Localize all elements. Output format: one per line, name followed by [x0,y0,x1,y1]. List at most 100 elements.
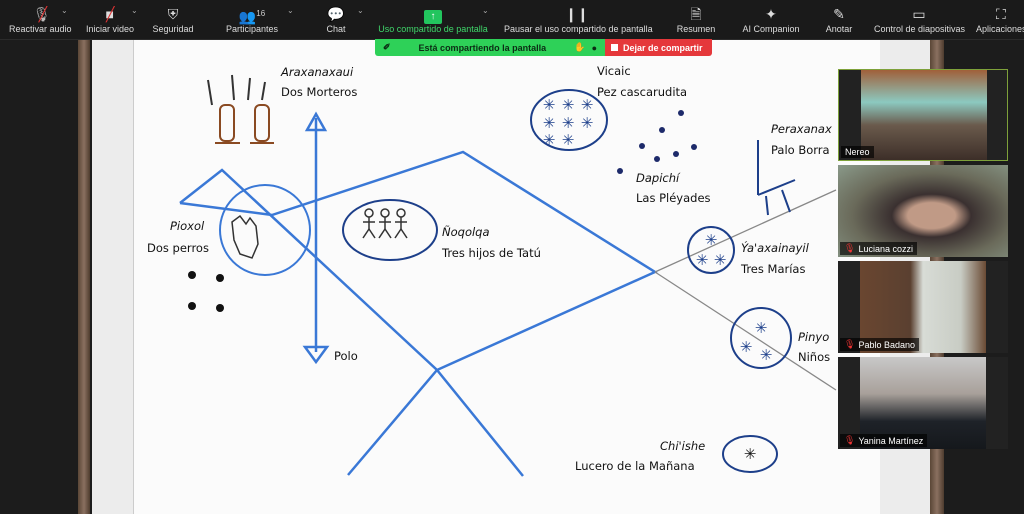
mic-muted-icon: 🎙 [844,339,856,349]
label-dos-perros: Dos perros [147,241,209,255]
svg-text:✳: ✳ [755,319,768,337]
participant-tile-yanina[interactable]: 🎙Yanina Martínez [838,357,1008,449]
stop-sharing-label: Dejar de compartir [623,42,703,53]
label-pioxol: Pioxol [170,219,205,233]
chat-icon: 💬 [327,6,345,22]
slide-margin-left [92,40,133,514]
slide-control-icon: ▭ [912,6,926,22]
svg-text:✳: ✳ [581,114,594,132]
remote-control-icon[interactable]: ✋ [574,42,586,52]
participant-name: Nereo [845,147,870,157]
meeting-toolbar: 🎙╱Reactivar audio⌄ ■╱Iniciar video⌄ ⛨Seg… [0,0,1024,40]
participant-video [838,165,1008,257]
button-label: Participantes [225,24,279,34]
button-label: AI Companion [742,24,800,34]
pinyo-circle [730,307,792,369]
star-glyphs: ✳✳✳ ✳✳✳ ✳✳ ✳✳✳ ✳✳✳ ✳ [543,96,773,463]
stop-icon [611,44,618,51]
button-label: Pausar el uso compartido de pantalla [504,24,653,34]
security-button[interactable]: ⛨Seguridad [152,4,194,34]
pause-share-button[interactable]: ❙❙Pausar el uso compartido de pantalla [504,4,653,34]
label-araxanaxaui: Araxanaxaui [281,65,354,79]
svg-text:✳: ✳ [581,96,594,114]
start-video-button[interactable]: ■╱Iniciar video⌄ [85,4,138,34]
svg-text:✳: ✳ [705,231,718,249]
chevron-down-icon[interactable]: ⌄ [482,6,489,15]
label-tres-marias: Tres Marías [741,262,806,276]
svg-text:✳: ✳ [562,114,575,132]
chevron-down-icon[interactable]: ⌄ [357,6,364,15]
apps-button[interactable]: ⛶ Aplicaciones [976,4,1024,34]
pioxol-circle [219,184,311,276]
constellation-line [179,150,658,476]
security-shield-icon: ● [591,42,597,53]
button-label: Resumen [676,24,716,34]
chevron-down-icon[interactable]: ⌄ [287,6,294,15]
label-yaaxainayil: Ýa'axainayil [741,241,809,255]
shield-icon: ⛨ [167,6,179,22]
svg-text:✳: ✳ [696,251,709,269]
dogs-drawing [231,214,259,259]
participant-tile-nereo[interactable]: Nereo [838,69,1008,161]
label-ninos: Niños [798,350,831,364]
label-dapichi: Dapichí [636,171,680,185]
share-screen-icon: ↑ [378,4,488,24]
slide-canvas [133,40,880,514]
ai-companion-button[interactable]: ✦AI Companion [742,4,800,34]
label-pinyo: Pinyo [798,330,830,344]
participant-tile-pablo[interactable]: 🎙Pablo Badano [838,261,1008,353]
unmute-audio-button[interactable]: 🎙╱Reactivar audio⌄ [9,4,72,34]
button-label: Anotar [825,24,853,34]
participant-video [860,261,986,353]
mic-muted-icon: 🎙 [844,243,856,253]
button-label: Control de diapositivas [874,24,966,34]
sharing-banner: ✐ Está compartiendo la pantalla ✋ ● Dejar d… [375,39,712,56]
apps-icon: ⛶ [996,6,1006,22]
share-screen-button[interactable]: ↑Uso compartido de pantalla⌄ [378,4,489,34]
chat-button[interactable]: 💬 Chat ⌄ [325,4,363,34]
chevron-down-icon[interactable]: ⌄ [131,6,138,15]
label-palo-borra: Palo Borra [771,143,830,157]
noqolqa-ellipse [342,199,438,261]
participant-video [860,357,986,449]
star-dots [188,271,224,312]
palo-borracho-drawing [757,140,796,216]
label-vicaic: Vicaic [597,64,631,78]
constellation-line [179,168,524,477]
pencil-icon: ✎ [833,6,845,22]
sharing-status-text: Está compartiendo la pantalla [418,42,547,53]
participant-tile-luciana[interactable]: 🎙Luciana cozzi [838,165,1008,257]
mortars-drawing [207,74,274,144]
video-off-icon: ■╱ [105,6,115,22]
button-label: Aplicaciones [976,24,1024,34]
three-figures [362,208,408,239]
participant-video [861,70,987,160]
svg-text:✳: ✳ [740,338,753,356]
chiishe-ellipse [722,435,778,473]
summary-button[interactable]: 🗎 Resumen [676,4,716,34]
button-label: Chat [326,24,346,34]
chevron-down-icon[interactable]: ⌄ [61,6,68,15]
label-dos-morteros: Dos Morteros [281,85,358,99]
summary-icon: 🗎 [690,6,702,22]
pin-icon: ✐ [383,42,391,52]
label-noqolqa: Ñoqolqa [442,225,490,239]
mic-muted-icon: 🎙 [844,435,856,445]
annotate-button[interactable]: ✎ Anotar [824,4,854,34]
stop-sharing-button[interactable]: Dejar de compartir [605,39,712,56]
slide-control-button[interactable]: ▭ Control de diapositivas [874,4,966,34]
participant-count: 16 [256,9,266,18]
pleiades-dots [617,110,697,174]
label-polo: Polo [334,349,358,363]
svg-text:✳: ✳ [562,131,575,149]
mic-muted-icon: 🎙╱ [32,6,51,22]
label-peraxanax: Peraxanax [771,122,832,136]
arrow-head-down [302,345,330,365]
arrow-head-up [304,111,328,132]
svg-text:✳: ✳ [714,251,727,269]
participant-name: Pablo Badano [858,339,915,350]
participant-name: Yanina Martínez [858,435,924,446]
label-las-pleyades: Las Pléyades [636,191,711,205]
